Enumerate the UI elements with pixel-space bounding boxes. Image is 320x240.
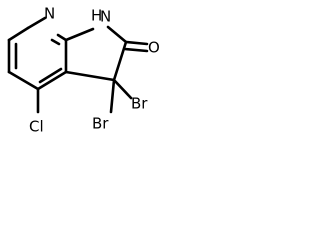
- atom-n-pyridine: N: [44, 5, 55, 23]
- atom-nh-n: N: [100, 8, 111, 26]
- bond-c3-br-right: [112, 78, 133, 100]
- bond-pyridine-top: [26, 16, 47, 30]
- bond-pyridine-top-left: [7, 26, 30, 42]
- atom-bromine-2: Br: [92, 115, 109, 133]
- bond-pyridine-bottom-left: [7, 70, 40, 91]
- bond-pyridine-top-right: [56, 33, 68, 42]
- chemical-structure: N H N O Cl Br Br: [7, 5, 160, 136]
- atom-oxygen: O: [148, 39, 160, 57]
- bond-c3-br-bottom: [109, 78, 116, 114]
- atom-bromine-1: Br: [131, 95, 148, 113]
- atom-chlorine: Cl: [29, 118, 44, 136]
- bond-carbonyl-1: [124, 40, 149, 46]
- bond-c3-c3a: [64, 70, 116, 82]
- bond-pyridine-bottom-right-inner: [38, 67, 63, 84]
- bond-c7a-nh: [64, 27, 95, 42]
- atom-nh-h: H: [91, 7, 102, 25]
- bond-pyridine-bottom-right: [36, 70, 68, 91]
- bond-nh-c2: [106, 25, 128, 44]
- bond-carbonyl-2: [123, 47, 149, 53]
- bond-c2-c3: [112, 40, 128, 82]
- atom-labels: N H N O Cl Br Br: [29, 5, 160, 136]
- bond-pyridine-top-right-inner: [50, 38, 61, 46]
- bond-lines: [7, 16, 149, 114]
